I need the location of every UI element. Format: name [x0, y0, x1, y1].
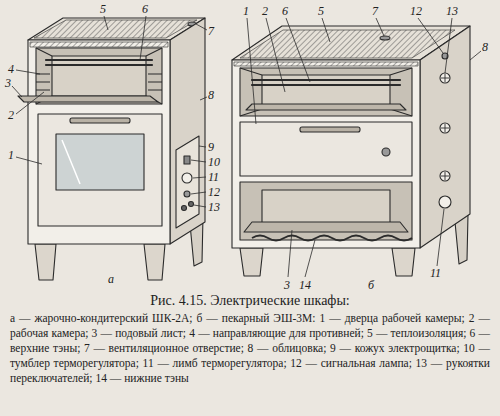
callout-number: 11	[430, 266, 441, 280]
callout-number: 4	[8, 62, 14, 76]
callout-number: 1	[8, 148, 14, 162]
callout-number: 8	[482, 40, 488, 54]
callout-number: 7	[208, 24, 214, 38]
figure-letter: б	[368, 278, 374, 292]
callout-number: 3	[5, 76, 11, 90]
figure-letter: а	[108, 272, 114, 286]
callout-number: 9	[208, 140, 214, 154]
callout-number: 5	[100, 2, 106, 16]
caption-legend-text: а — жарочно-кондитерский ШК-2А; б — пека…	[10, 311, 490, 386]
callout-number: 8	[208, 88, 214, 102]
leader-lines	[12, 16, 481, 277]
callout-number: 13	[208, 200, 220, 214]
callout-number: 3	[284, 278, 290, 292]
callout-number: 2	[262, 4, 268, 18]
callout-number: 10	[208, 155, 220, 169]
callout-number: 12	[208, 185, 220, 199]
callout-number: 11	[208, 170, 219, 184]
figure-caption: Рис. 4.15. Электрические шкафы:	[0, 292, 500, 309]
callout-number: 6	[282, 4, 288, 18]
callout-number: 5	[318, 4, 324, 18]
callout-number: 13	[446, 4, 458, 18]
callout-number: 2	[8, 108, 14, 122]
callout-number: 1	[243, 4, 249, 18]
callout-number: 6	[142, 2, 148, 16]
callout-number: 12	[410, 4, 422, 18]
callout-number: 7	[372, 4, 378, 18]
callout-number: 14	[299, 278, 311, 292]
oven-esh3m	[232, 26, 470, 276]
oven-sk2a	[18, 18, 205, 280]
